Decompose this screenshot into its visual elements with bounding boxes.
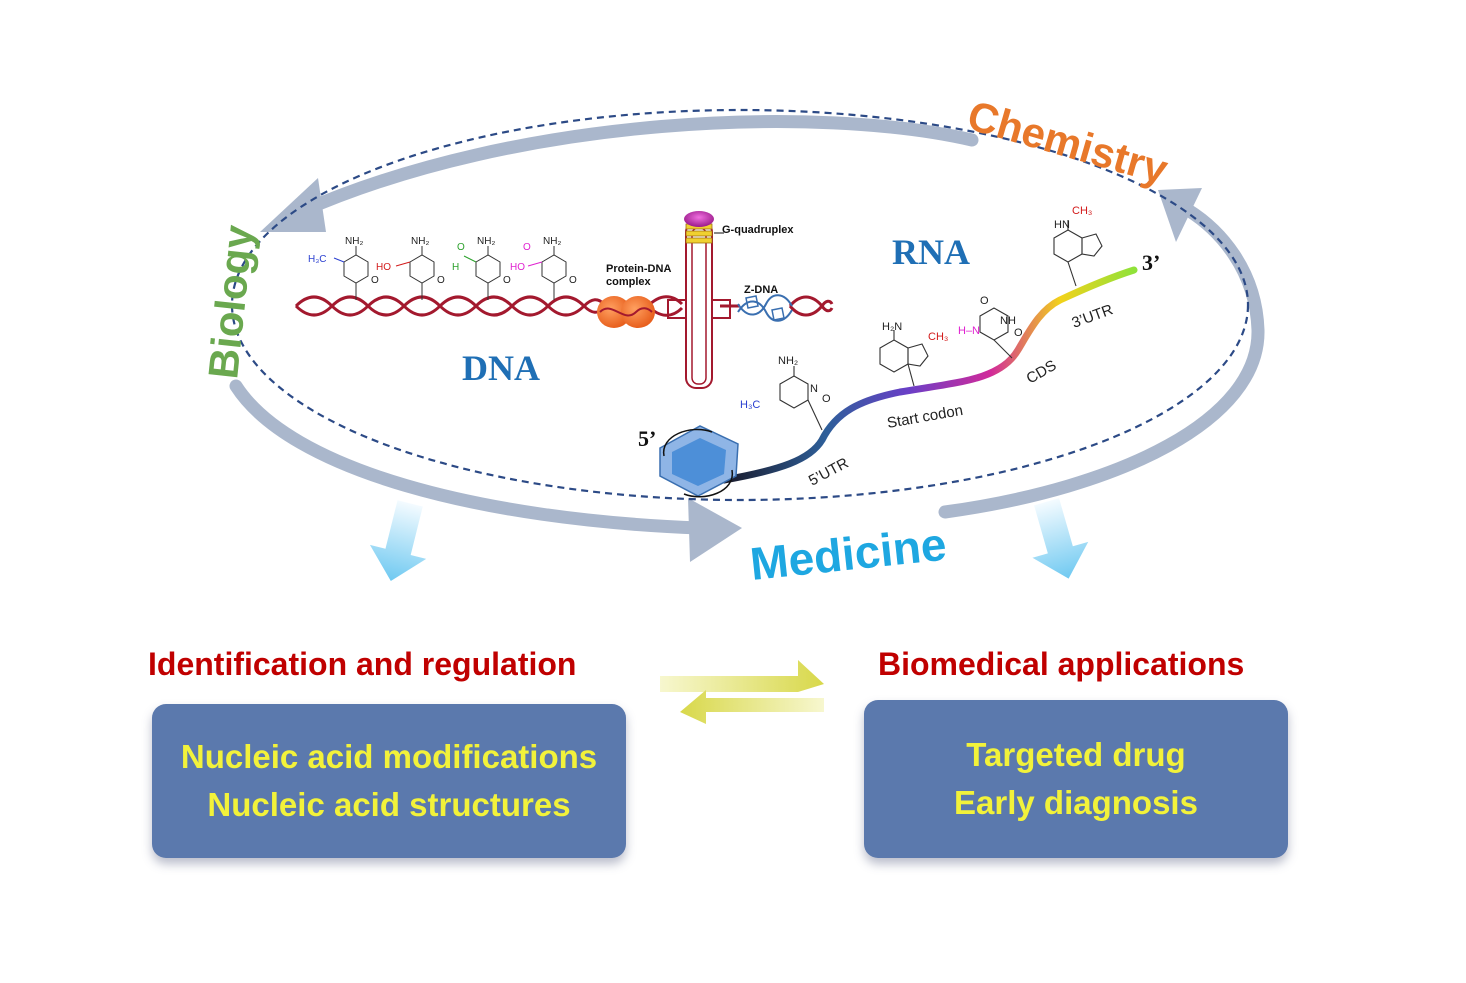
o-label: O — [457, 242, 465, 253]
equilibrium-arrows-icon — [660, 660, 824, 724]
hn-label: HN — [1054, 219, 1070, 231]
z-dna-label: Z-DNA — [744, 284, 778, 296]
right-down-arrow-icon — [1032, 498, 1089, 579]
5cac-base — [527, 246, 567, 300]
chemistry-label: Chemistry — [963, 91, 1174, 193]
o-label: O — [503, 275, 511, 286]
dna-base-labels: NH₂ H₃C O NH₂ HO O NH₂ H O O NH₂ HO O O — [308, 236, 577, 286]
bottom-arc-arrow — [229, 379, 707, 535]
protein-label-line2: complex — [606, 276, 652, 288]
nh-label: NH — [1000, 315, 1016, 327]
top-arrowhead-icon — [260, 178, 326, 232]
box-item: Nucleic acid modifications — [180, 738, 598, 775]
m5c-base — [779, 366, 823, 431]
five-prime-label: 5’ — [638, 426, 656, 451]
dashed-ellipse — [230, 108, 1250, 502]
ho-label: HO — [510, 262, 525, 273]
nh2-label: NH₂ — [778, 355, 798, 367]
dna-title: DNA — [462, 348, 540, 388]
h3c-label: H₃C — [308, 254, 327, 265]
o-label: O — [980, 295, 989, 307]
box-item: Nucleic acid structures — [207, 786, 571, 823]
top-arc-arrow — [293, 115, 979, 219]
ch3-label: CH₃ — [928, 331, 948, 343]
nh2-label: NH₂ — [411, 236, 429, 247]
5fc-base — [463, 246, 501, 300]
cycle-arrows — [229, 115, 1265, 562]
g-quadruplex-structure — [667, 211, 731, 389]
protein-label-line1: Protein-DNA — [606, 263, 671, 275]
start-codon-label: Start codon — [886, 402, 965, 432]
utr3-label: 3’UTR — [1070, 301, 1116, 332]
o-label: O — [437, 275, 445, 286]
h-n-label: H–N — [958, 325, 980, 337]
o-label: O — [569, 275, 577, 286]
ho-label: HO — [376, 262, 391, 273]
dna-modified-bases — [333, 246, 567, 300]
nh2-label: NH₂ — [345, 236, 363, 247]
rna-title: RNA — [892, 232, 970, 272]
o-label: O — [523, 242, 531, 253]
left-heading: Identification and regulation — [148, 646, 577, 682]
nh2-label: NH₂ — [477, 236, 495, 247]
nh2-label: NH₂ — [543, 236, 561, 247]
protein-dna-complex — [597, 296, 655, 328]
n-label: N — [810, 383, 818, 395]
rna-modified-bases — [779, 220, 1103, 431]
left-down-arrow-icon — [369, 500, 427, 581]
dna-helix — [294, 295, 834, 317]
box-item: Targeted drug — [966, 736, 1186, 773]
biology-label: Biology — [199, 222, 262, 381]
right-arrowhead-icon — [1158, 188, 1202, 242]
m6a-base — [1053, 220, 1103, 287]
medicine-label: Medicine — [748, 518, 949, 590]
identification-box: Nucleic acid modifications Nucleic acid … — [152, 704, 626, 858]
m1a-base — [879, 330, 929, 387]
o-label: O — [822, 393, 831, 405]
g-quadruplex-label: G-quadruplex — [722, 224, 794, 236]
rna-strand — [720, 266, 1138, 484]
box-item: Early diagnosis — [954, 784, 1198, 821]
utr5-label: 5’UTR — [806, 454, 852, 489]
5hmc-base — [395, 246, 435, 300]
z-dna-segment — [737, 294, 793, 322]
ch3-label: CH₃ — [1072, 205, 1092, 217]
o-label: O — [1014, 327, 1023, 339]
three-prime-label: 3’ — [1142, 250, 1160, 275]
h3c-label: H₃C — [740, 399, 760, 411]
rna-base-labels: NH₂ H₃C N O H₂N CH₃ H–N O NH O HN CH₃ — [740, 205, 1092, 411]
biomedical-box: Targeted drug Early diagnosis — [864, 700, 1288, 858]
5mc-base — [333, 246, 369, 300]
cds-label: CDS — [1024, 357, 1060, 388]
bottom-arrowhead-icon — [688, 498, 742, 562]
pseudouridine-base — [979, 307, 1013, 359]
h-label: H — [452, 262, 459, 273]
right-arc-arrow — [938, 203, 1265, 519]
five-prime-cap-icon — [659, 425, 739, 498]
right-heading: Biomedical applications — [878, 646, 1245, 682]
h2n-label: H₂N — [882, 321, 902, 333]
o-label: O — [371, 275, 379, 286]
